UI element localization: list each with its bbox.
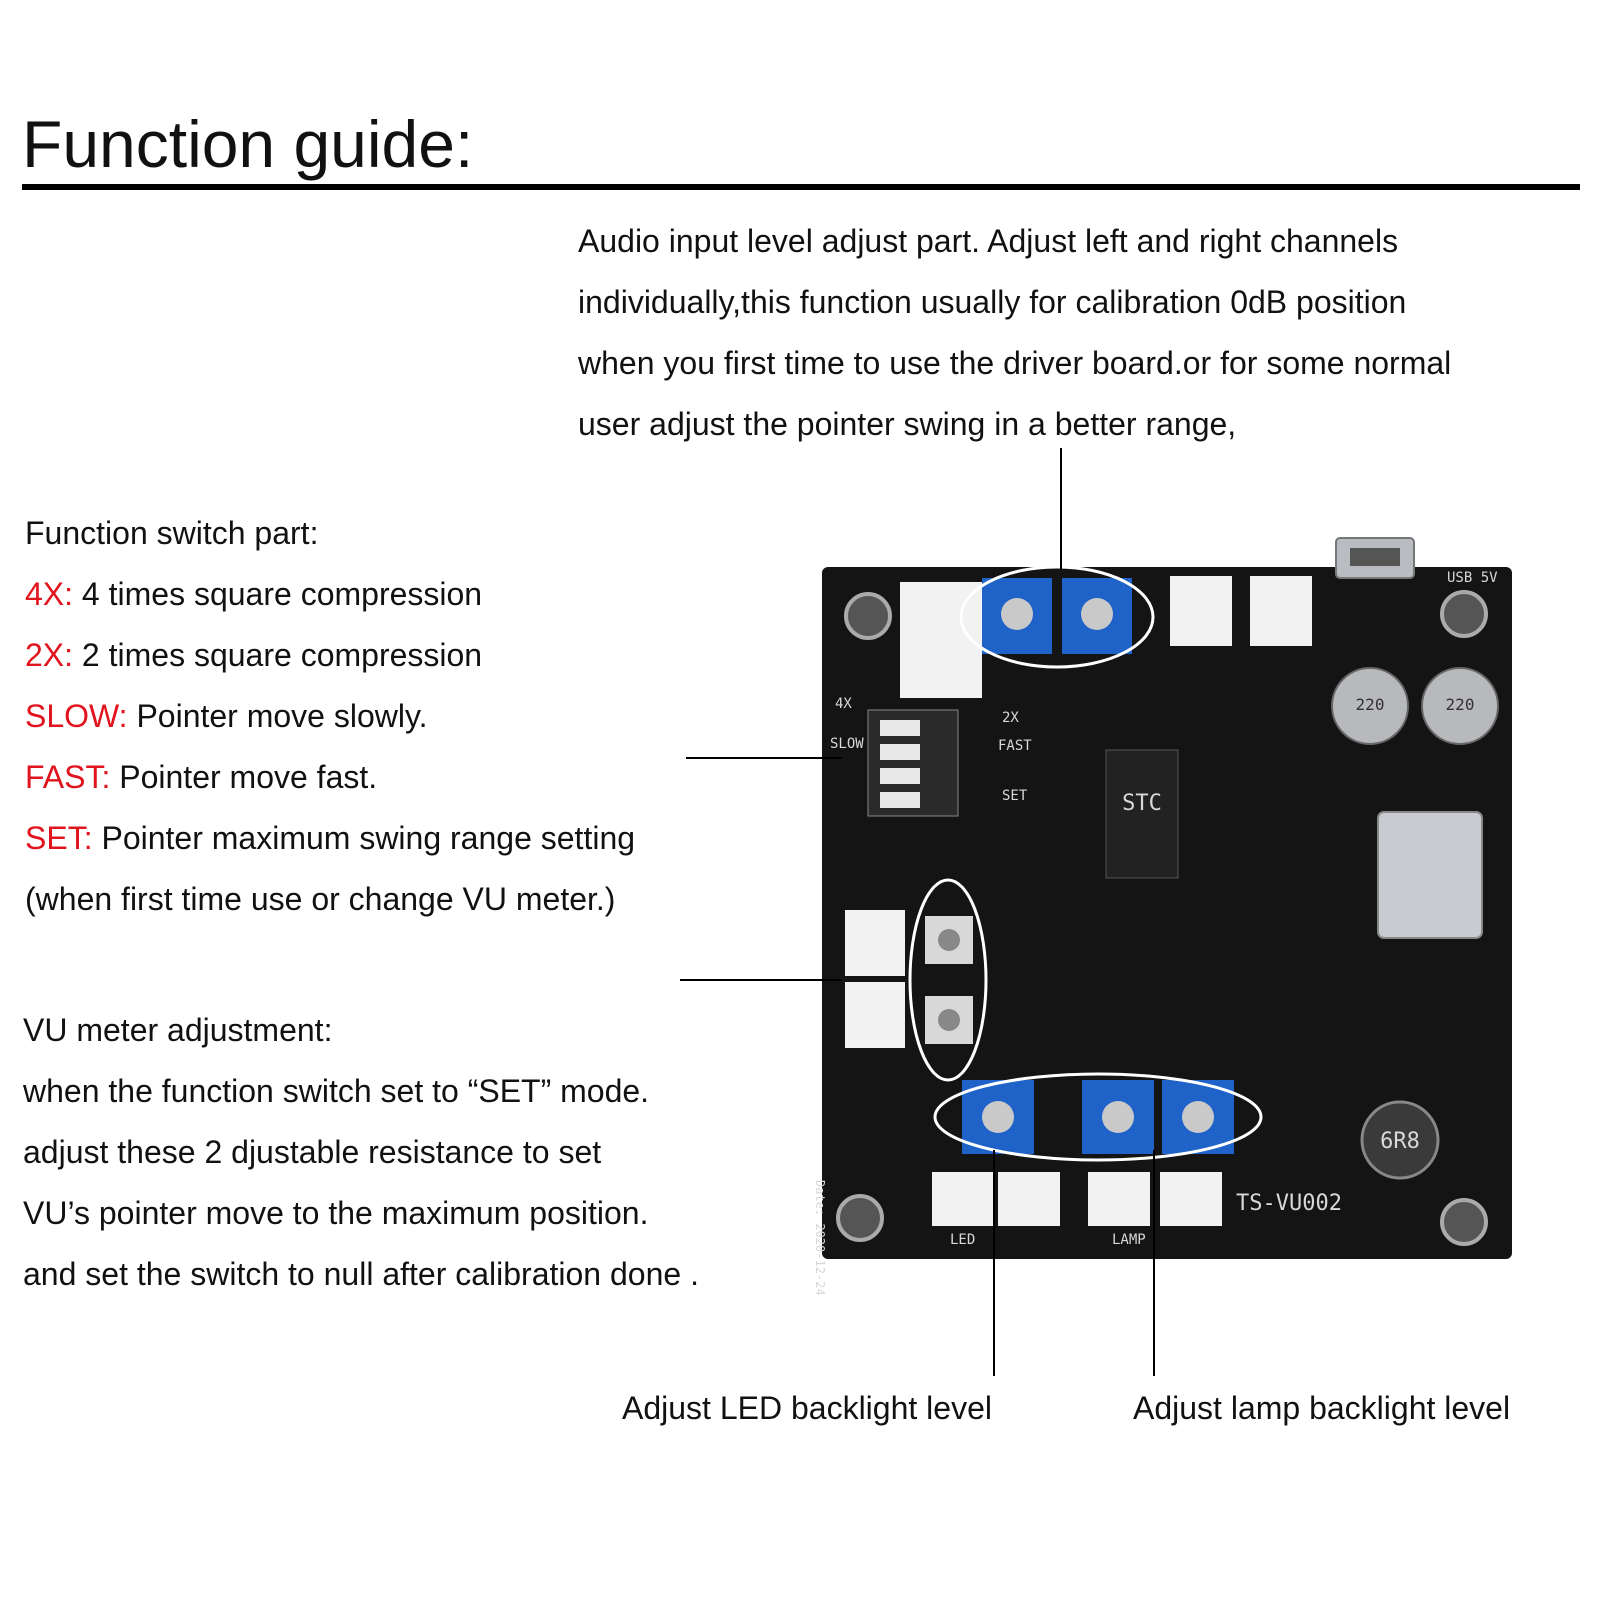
main-ic-label: STC bbox=[1122, 791, 1162, 816]
led-connector bbox=[998, 1172, 1060, 1226]
vu-adjust-line: VU’s pointer move to the maximum positio… bbox=[23, 1195, 649, 1231]
audio-input-line: individually,this function usually for c… bbox=[578, 284, 1407, 320]
lamp-connector bbox=[1160, 1172, 1222, 1226]
vu-adjust-line: when the function switch set to “SET” mo… bbox=[23, 1073, 650, 1109]
audio-input-line: Audio input level adjust part. Adjust le… bbox=[578, 223, 1399, 259]
mounting-hole bbox=[1440, 590, 1488, 638]
led-label: LED bbox=[950, 1232, 975, 1248]
vu-adjust-line: adjust these 2 djustable resistance to s… bbox=[23, 1134, 602, 1170]
function-switch-item: FAST: Pointer move fast. bbox=[25, 747, 635, 808]
function-switch-item: SET: Pointer maximum swing range setting bbox=[25, 808, 635, 869]
vu-adjust-description: VU meter adjustment: when the function s… bbox=[23, 1000, 699, 1305]
led-connector bbox=[932, 1172, 994, 1226]
top-connector bbox=[1250, 576, 1312, 646]
title-divider bbox=[22, 184, 1580, 190]
mounting-hole bbox=[844, 592, 892, 640]
dip-switch-lever bbox=[880, 768, 920, 784]
function-switch-item: 2X: 2 times square compression bbox=[25, 625, 635, 686]
function-switch-description: Function switch part: 4X: 4 times square… bbox=[25, 503, 635, 930]
dip-label-2x: 2X bbox=[1002, 710, 1019, 726]
vu-adjust-heading: VU meter adjustment: bbox=[23, 1012, 333, 1048]
dip-label-slow: SLOW bbox=[830, 736, 864, 752]
function-switch-note: (when first time use or change VU meter.… bbox=[25, 881, 616, 917]
heatsink bbox=[1377, 811, 1483, 939]
mode-text: Pointer move slowly. bbox=[127, 698, 428, 734]
mode-key: 2X: bbox=[25, 637, 74, 673]
dip-label-4x: 4X bbox=[835, 696, 852, 712]
trimmer-knob bbox=[938, 1009, 960, 1031]
dip-label-set: SET bbox=[1002, 788, 1028, 804]
usb-label: USB 5V bbox=[1447, 570, 1498, 586]
vu-trimmers-highlight bbox=[908, 878, 988, 1082]
usb-port-slot bbox=[1350, 548, 1400, 566]
lamp-backlight-caption: Adjust lamp backlight level bbox=[1133, 1390, 1511, 1426]
trimmer-knob bbox=[1102, 1101, 1134, 1133]
trimmer-knob bbox=[1001, 598, 1033, 630]
function-switch-heading: Function switch part: bbox=[25, 515, 319, 551]
led-backlight-caption: Adjust LED backlight level bbox=[622, 1390, 992, 1426]
trimmer-knob bbox=[1182, 1101, 1214, 1133]
lamp-connector bbox=[1088, 1172, 1150, 1226]
main-ic bbox=[1105, 749, 1179, 879]
board-model: TS-VU002 bbox=[1236, 1191, 1342, 1216]
board-date: Date: 2020-12-24 bbox=[813, 1180, 827, 1296]
audio-input-description: Audio input level adjust part. Adjust le… bbox=[578, 211, 1451, 455]
audio-in-connector bbox=[900, 582, 982, 640]
input-trimmers-highlight bbox=[959, 565, 1155, 669]
vu-right-connector bbox=[845, 982, 905, 1048]
dip-label-fast: FAST bbox=[998, 738, 1032, 754]
trimmer-knob bbox=[982, 1101, 1014, 1133]
mode-text: Pointer move fast. bbox=[110, 759, 378, 795]
mode-key: FAST: bbox=[25, 759, 111, 795]
dip-switch-lever bbox=[880, 744, 920, 760]
trimmer-knob bbox=[938, 929, 960, 951]
mode-key: SLOW: bbox=[25, 698, 128, 734]
audio-input-line: user adjust the pointer swing in a bette… bbox=[578, 406, 1237, 442]
top-connector bbox=[1170, 576, 1232, 646]
mounting-hole bbox=[836, 1194, 884, 1242]
function-switch-item: SLOW: Pointer move slowly. bbox=[25, 686, 635, 747]
vu-left-connector bbox=[845, 910, 905, 976]
dip-switch-lever bbox=[880, 792, 920, 808]
page-title: Function guide: bbox=[22, 107, 474, 181]
mode-key: 4X: bbox=[25, 576, 74, 612]
capacitor-value: 220 bbox=[1446, 695, 1475, 714]
function-switch-item: 4X: 4 times square compression bbox=[25, 564, 635, 625]
capacitor-value: 220 bbox=[1356, 695, 1385, 714]
mounting-hole bbox=[1440, 1198, 1488, 1246]
vu-adjust-line: and set the switch to null after calibra… bbox=[23, 1256, 699, 1292]
mode-text: 2 times square compression bbox=[73, 637, 483, 673]
inductor-label: 6R8 bbox=[1380, 1129, 1420, 1154]
mode-key: SET: bbox=[25, 820, 93, 856]
backlight-trimmers-highlight bbox=[933, 1072, 1263, 1162]
electrolytic-capacitor bbox=[1421, 667, 1499, 745]
trimmer-knob bbox=[1081, 598, 1113, 630]
mode-text: Pointer maximum swing range setting bbox=[92, 820, 636, 856]
audio-out-connector bbox=[900, 640, 982, 698]
lamp-label: LAMP bbox=[1112, 1232, 1146, 1248]
dip-switch-lever bbox=[880, 720, 920, 736]
electrolytic-capacitor bbox=[1331, 667, 1409, 745]
audio-input-line: when you first time to use the driver bo… bbox=[578, 345, 1452, 381]
inductor bbox=[1360, 1100, 1440, 1180]
mode-text: 4 times square compression bbox=[73, 576, 483, 612]
